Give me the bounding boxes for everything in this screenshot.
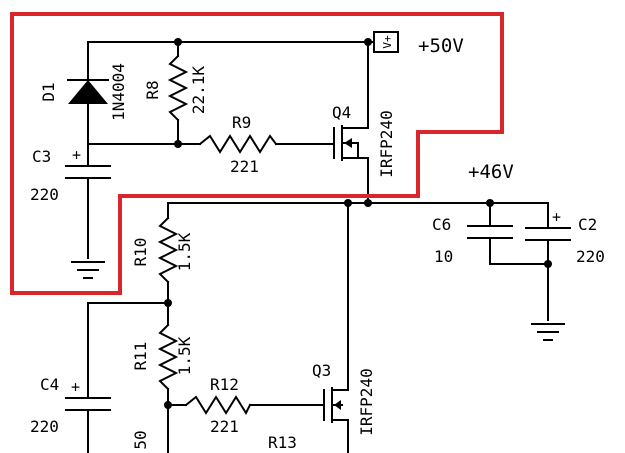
rail-label-46v: +46V [468, 161, 514, 183]
label-c4-value: 220 [30, 417, 59, 436]
label-c6-ref: C6 [432, 215, 451, 234]
label-q4-ref: Q4 [332, 103, 351, 122]
capacitor-c6 [467, 225, 513, 239]
junction-dot [486, 199, 494, 207]
mosfet-q4 [333, 125, 369, 161]
label-r11-value: 1.5K [175, 336, 194, 375]
label-q3-ref: Q3 [312, 361, 331, 380]
resistor-r10 [157, 216, 179, 284]
label-c2-value: 220 [576, 247, 605, 266]
label-c3-value: 220 [30, 185, 59, 204]
label-c2-ref: C2 [578, 215, 597, 234]
junction-dot [164, 401, 172, 409]
wires-top-section [87, 41, 375, 259]
label-d1-ref: D1 [39, 82, 58, 101]
label-r14-value-partial: 50 [131, 430, 150, 449]
label-r9-ref: R9 [232, 113, 251, 132]
ground-symbol-c3 [71, 261, 105, 279]
rail-label-50v: +50V [418, 35, 464, 57]
q4-arrow [344, 138, 352, 148]
highlight-outline [10, 12, 504, 295]
label-r12-ref: R12 [210, 375, 239, 394]
label-c2-plus: + [552, 208, 561, 226]
d1-anode-triangle [68, 80, 108, 104]
ground-symbol-c2 [531, 323, 565, 341]
label-c3-plus: + [72, 146, 81, 164]
capacitor-c4 [65, 397, 111, 411]
label-r8-ref: R8 [143, 80, 162, 99]
label-r8-value: 22.1K [189, 66, 208, 115]
label-c3-ref: C3 [32, 147, 51, 166]
vplus-terminal-box [373, 31, 399, 53]
junction-dots [164, 38, 552, 409]
label-q3-value: IRFP240 [357, 368, 376, 435]
junction-dot [174, 38, 182, 46]
mosfet-q3 [323, 387, 349, 423]
label-d1-value: 1N4004 [109, 63, 128, 121]
label-r10-value: 1.5K [175, 232, 194, 271]
capacitor-c2 [525, 227, 571, 241]
diode-d1 [67, 69, 109, 109]
junction-dot [344, 199, 352, 207]
label-c4-plus: + [71, 378, 80, 396]
label-c6-value: 10 [434, 247, 453, 266]
resistor-r8 [167, 54, 189, 122]
capacitor-c3 [65, 165, 111, 189]
junction-dot [364, 38, 372, 46]
label-r12-value: 221 [210, 417, 239, 436]
resistor-r11 [157, 323, 179, 391]
label-r9-value: 221 [230, 157, 259, 176]
q3-arrow [334, 400, 341, 410]
label-r11-ref: R11 [131, 342, 150, 371]
junction-dot [164, 299, 172, 307]
vplus-terminal-label: V+ [381, 35, 394, 49]
junction-dot [364, 199, 372, 207]
resistor-r9 [198, 134, 278, 154]
wires-middle-section [87, 202, 549, 453]
label-r13-ref: R13 [268, 433, 297, 452]
resistor-r12 [184, 395, 252, 416]
junction-dot [174, 140, 182, 148]
label-c4-ref: C4 [40, 375, 59, 394]
label-q4-value: IRFP240 [377, 110, 396, 177]
junction-dot [544, 260, 552, 268]
label-r10-ref: R10 [131, 238, 150, 267]
